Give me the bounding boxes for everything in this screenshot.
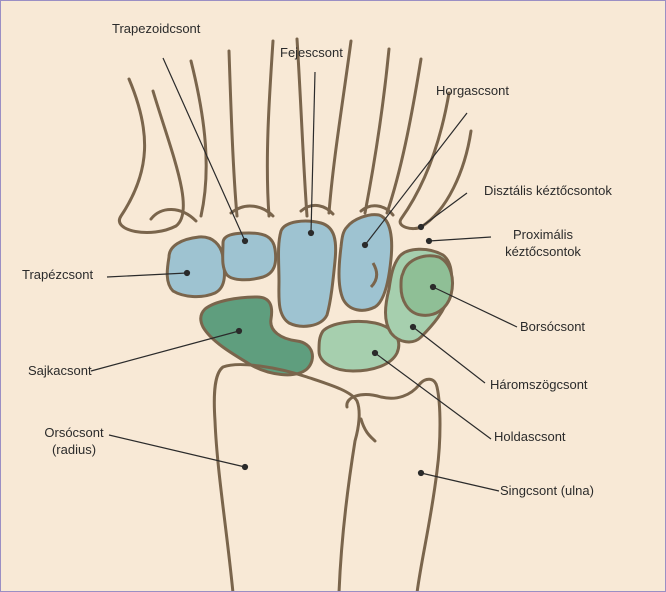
lunate-bone bbox=[319, 321, 399, 371]
leader-dot-hamate bbox=[363, 243, 368, 248]
label-trapezoid: Trapezoidcsont bbox=[112, 20, 200, 37]
leader-distal-row bbox=[421, 193, 467, 227]
leader-dot-proximal-row bbox=[427, 239, 432, 244]
label-proximal-row: Proximális kéztőcsontok bbox=[488, 226, 598, 260]
leader-scaphoid bbox=[91, 331, 239, 371]
label-scaphoid: Sajkacsont bbox=[28, 362, 92, 379]
metacarpal-4 bbox=[329, 41, 351, 213]
leader-dot-trapezoid bbox=[243, 239, 248, 244]
label-capitate: Fejescsont bbox=[280, 44, 343, 61]
leader-dot-trapezium bbox=[185, 271, 190, 276]
leader-dot-ulna bbox=[419, 471, 424, 476]
leader-triquetrum bbox=[413, 327, 485, 383]
metacarpal-4b bbox=[365, 49, 389, 213]
leader-dot-lunate bbox=[373, 351, 378, 356]
trapezium-bone bbox=[167, 237, 224, 297]
leader-dot-pisiform bbox=[431, 285, 436, 290]
metacarpal-5 bbox=[387, 59, 421, 213]
label-radius: Orsócsont (radius) bbox=[36, 424, 112, 458]
label-lunate: Holdascsont bbox=[494, 428, 566, 445]
label-radius-line1: Orsócsont bbox=[36, 424, 112, 441]
ulna-inner bbox=[361, 419, 375, 441]
capitate-bone bbox=[279, 221, 336, 326]
pisiform-bone bbox=[401, 256, 453, 316]
leader-lunate bbox=[375, 353, 491, 439]
label-proximal-row-line1: Proximális bbox=[488, 226, 598, 243]
leader-hamate bbox=[365, 113, 467, 245]
metacarpal-2b bbox=[229, 51, 237, 216]
ulna-bone bbox=[347, 379, 440, 591]
leader-capitate bbox=[311, 72, 315, 233]
label-ulna: Singcsont (ulna) bbox=[500, 482, 594, 499]
label-distal-row: Disztális kéztőcsontok bbox=[484, 182, 612, 199]
metacarpal-3 bbox=[267, 41, 273, 216]
trapezoid-bone bbox=[223, 233, 276, 280]
leader-proximal-row bbox=[429, 237, 491, 241]
label-hamate: Horgascsont bbox=[436, 82, 509, 99]
leader-dot-distal-row bbox=[419, 225, 424, 230]
radius-bone bbox=[214, 365, 359, 591]
leader-ulna bbox=[421, 473, 499, 491]
hamate-bone bbox=[339, 215, 392, 311]
label-pisiform: Borsócsont bbox=[520, 318, 585, 335]
label-proximal-row-line2: kéztőcsontok bbox=[488, 243, 598, 260]
label-trapezium: Trapézcsont bbox=[22, 266, 93, 283]
metacarpal-3b bbox=[297, 39, 307, 216]
label-radius-line2: (radius) bbox=[36, 441, 112, 458]
leader-dot-triquetrum bbox=[411, 325, 416, 330]
leader-dot-capitate bbox=[309, 231, 314, 236]
leader-dot-radius bbox=[243, 465, 248, 470]
label-triquetrum: Háromszögcsont bbox=[490, 376, 588, 393]
leader-radius bbox=[109, 435, 245, 467]
leader-dot-scaphoid bbox=[237, 329, 242, 334]
